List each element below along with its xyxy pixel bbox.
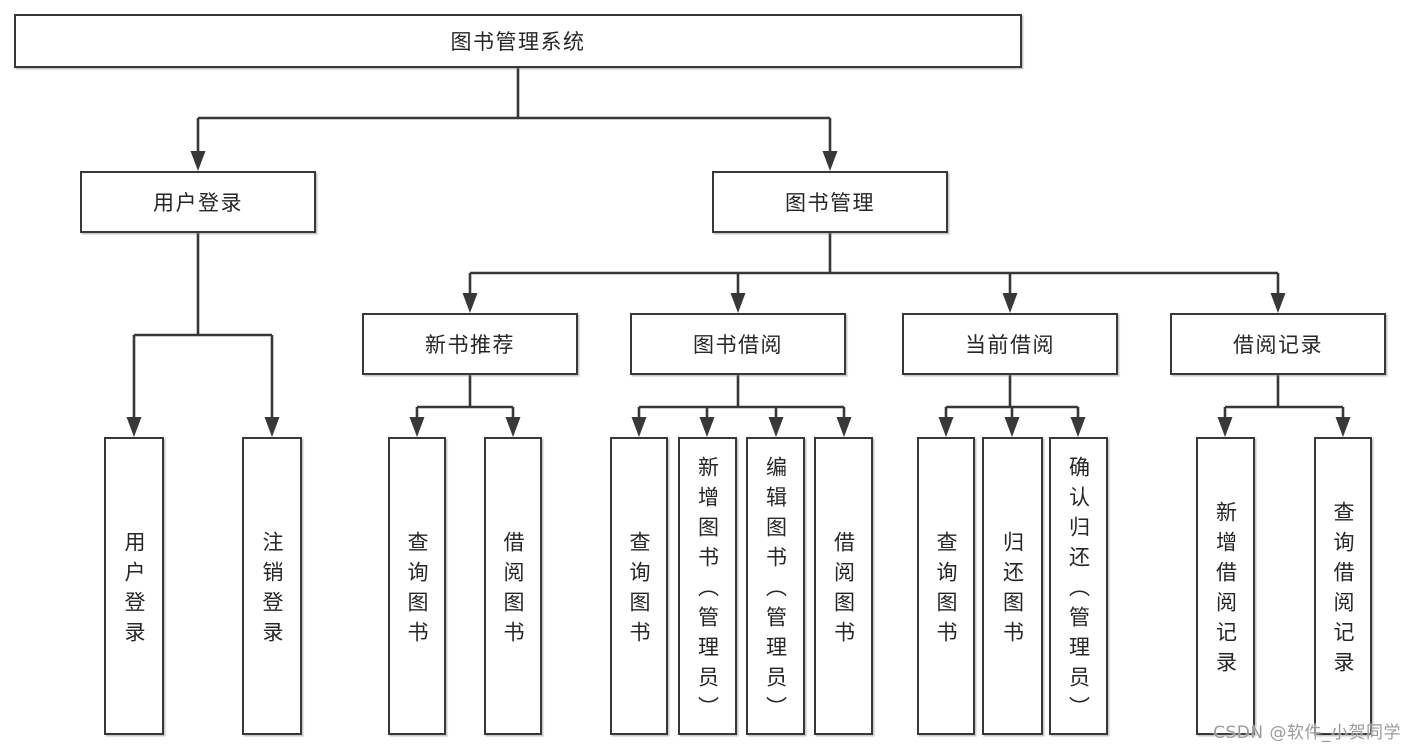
node-leaf-query-book-c-label: 查询图书	[934, 530, 958, 651]
node-leaf-add-record-label: 新增借阅记录	[1213, 500, 1238, 681]
connector-line	[415, 375, 515, 419]
node-leaf-query-book-b: 查询图书	[610, 437, 668, 735]
arrowhead	[462, 293, 478, 313]
arrowhead	[505, 417, 521, 437]
arrowhead	[1217, 417, 1233, 437]
node-current-borrow-label: 当前借阅	[965, 333, 1055, 357]
arrowhead	[1070, 417, 1086, 437]
node-leaf-return-book: 归还图书	[982, 437, 1043, 735]
node-borrow-record: 借阅记录	[1170, 313, 1386, 375]
arrowhead	[190, 151, 206, 171]
connector-line	[1223, 375, 1345, 419]
node-leaf-return-book-label: 归还图书	[1000, 530, 1025, 651]
node-borrow-record-label: 借阅记录	[1233, 333, 1323, 357]
arrowhead	[1335, 417, 1351, 437]
node-root: 图书管理系统	[14, 14, 1022, 68]
node-leaf-query-book-c: 查询图书	[917, 437, 975, 735]
node-user-login-label: 用户登录	[153, 191, 243, 215]
node-user-login: 用户登录	[80, 171, 316, 233]
node-book-borrow-label: 图书借阅	[693, 333, 783, 357]
arrowhead	[1004, 417, 1020, 437]
arrowhead	[938, 417, 954, 437]
connector-userlogin-to-leaves	[126, 233, 280, 437]
node-book-mgmt-label: 图书管理	[785, 191, 875, 215]
node-book-mgmt: 图书管理	[712, 171, 948, 233]
node-leaf-edit-book-label: 编辑图书（管理员）	[763, 455, 788, 726]
node-leaf-edit-book: 编辑图书（管理员）	[746, 437, 805, 735]
arrowhead	[822, 151, 838, 171]
node-leaf-logout-label: 注销登录	[260, 530, 284, 651]
node-leaf-borrow-book-a: 借阅图书	[484, 437, 542, 735]
node-leaf-query-book-a-label: 查询图书	[405, 530, 429, 651]
connector-newbookrec-to-leaves	[409, 375, 521, 437]
connector-currentborrow-to-leaves	[938, 375, 1086, 437]
arrowhead	[264, 417, 280, 437]
node-leaf-query-record: 查询借阅记录	[1314, 437, 1372, 735]
node-leaf-query-book-a: 查询图书	[388, 437, 446, 735]
connector-line	[196, 68, 832, 153]
arrowhead	[836, 417, 852, 437]
node-new-book-rec: 新书推荐	[362, 313, 578, 375]
connector-root-to-level2	[190, 68, 838, 171]
node-leaf-confirm-return-label: 确认归还（管理员）	[1066, 455, 1091, 726]
node-book-borrow: 图书借阅	[630, 313, 846, 375]
node-leaf-add-record: 新增借阅记录	[1196, 437, 1255, 735]
node-new-book-rec-label: 新书推荐	[425, 333, 515, 357]
connector-bookmgmt-to-level3	[462, 233, 1286, 313]
arrowhead	[1002, 293, 1018, 313]
node-leaf-query-book-b-label: 查询图书	[627, 530, 651, 651]
node-current-borrow: 当前借阅	[902, 313, 1118, 375]
node-leaf-add-book: 新增图书（管理员）	[678, 437, 737, 735]
connector-line	[468, 233, 1280, 295]
node-leaf-borrow-book-b-label: 借阅图书	[831, 530, 856, 651]
connector-bookborrow-to-leaves	[631, 375, 852, 437]
node-leaf-logout: 注销登录	[242, 437, 302, 735]
connector-line	[132, 233, 274, 419]
node-leaf-user-login-label: 用户登录	[122, 530, 146, 651]
connector-line	[944, 375, 1080, 419]
arrowhead	[699, 417, 715, 437]
connector-borrowrecord-to-leaves	[1217, 375, 1351, 437]
arrowhead	[409, 417, 425, 437]
node-leaf-borrow-book-b: 借阅图书	[814, 437, 873, 735]
arrowhead	[768, 417, 784, 437]
node-leaf-add-book-label: 新增图书（管理员）	[695, 455, 720, 726]
arrowhead	[1270, 293, 1286, 313]
arrowhead	[631, 417, 647, 437]
node-root-label: 图书管理系统	[450, 30, 586, 54]
arrowhead	[126, 417, 142, 437]
node-leaf-borrow-book-a-label: 借阅图书	[501, 530, 525, 651]
node-leaf-user-login: 用户登录	[104, 437, 164, 735]
node-leaf-query-record-label: 查询借阅记录	[1331, 500, 1355, 681]
arrowhead	[730, 293, 746, 313]
watermark: CSDN @软件_小贺同学	[1213, 723, 1401, 743]
connector-line	[637, 375, 846, 419]
node-leaf-confirm-return: 确认归还（管理员）	[1049, 437, 1108, 735]
